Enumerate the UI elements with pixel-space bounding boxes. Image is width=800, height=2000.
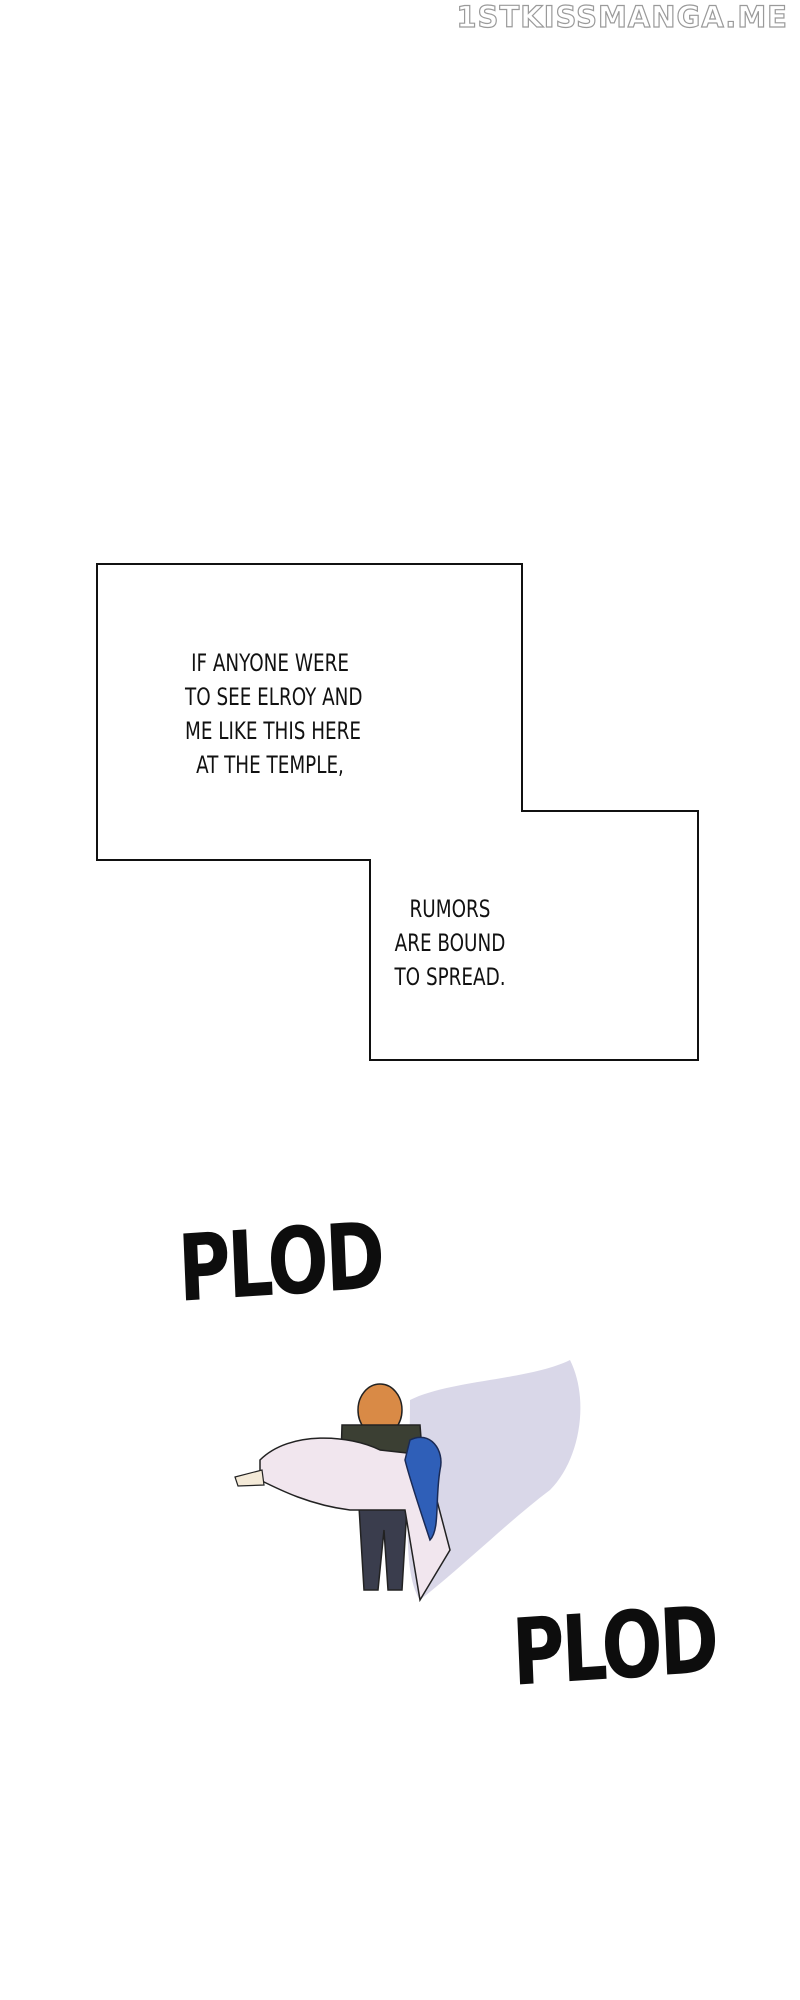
narration-text-2: RUMORS ARE BOUND TO SPREAD. (391, 892, 510, 994)
woman-hair (404, 1436, 442, 1542)
caption-line: ARE BOUND (394, 929, 506, 957)
cast-shadow (407, 1360, 581, 1600)
caption-line: RUMORS (409, 895, 491, 923)
woman-foot (234, 1469, 265, 1487)
caption-line: AT THE TEMPLE, (196, 751, 344, 779)
caption-line: IF ANYONE WERE (191, 649, 349, 677)
woman-dress (259, 1437, 451, 1603)
caption-line: ME LIKE THIS HERE (185, 717, 361, 745)
site-watermark: 1STKISSMANGA.ME (456, 0, 788, 35)
sound-effect-plod-top: PLOD (176, 1202, 384, 1323)
narration-box-outline (96, 563, 699, 1061)
character-carrying-illustration (234, 1360, 581, 1603)
narration-text-1: IF ANYONE WERE TO SEE ELROY AND ME LIKE … (185, 646, 363, 782)
caption-line: TO SPREAD. (394, 963, 506, 991)
caption-line: TO SEE ELROY AND (185, 683, 363, 711)
